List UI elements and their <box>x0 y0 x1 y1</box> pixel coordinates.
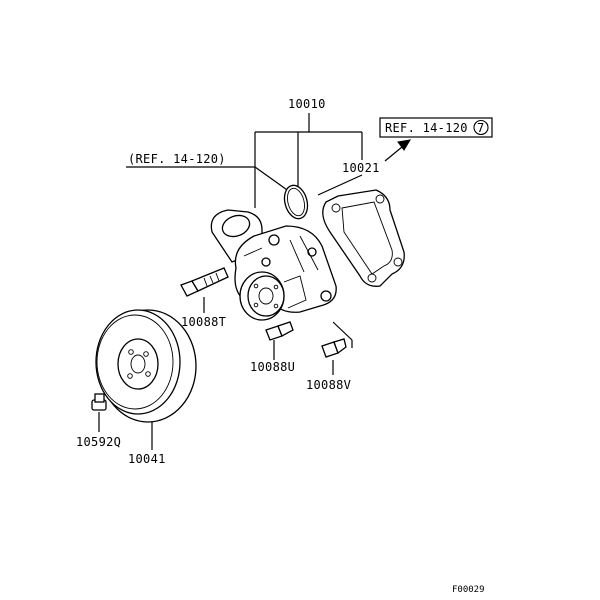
pulley-drawing <box>95 309 197 423</box>
label-10021: 10021 <box>342 161 380 175</box>
bolt-u-drawing <box>265 321 294 341</box>
ref-circle-icon <box>473 119 489 136</box>
label-10088T: 10088T <box>181 315 226 329</box>
leader-lines <box>98 113 403 450</box>
label-10088U: 10088U <box>250 360 295 374</box>
gasket-drawing <box>322 189 405 287</box>
label-10010: 10010 <box>288 97 326 111</box>
ref-right-label: REF. 14-120 <box>385 121 468 135</box>
label-10041: 10041 <box>128 452 166 466</box>
ref-right-box <box>379 117 493 138</box>
ref-circle-number: 7 <box>477 121 485 135</box>
label-10088V: 10088V <box>306 378 351 392</box>
figure-code: F00029 <box>452 585 485 595</box>
label-10592Q: 10592Q <box>76 435 121 449</box>
bolt-t-drawing <box>180 267 229 297</box>
water-pump-drawing <box>210 209 337 321</box>
ref-left-label: (REF. 14-120) <box>128 152 226 166</box>
bolt-v-drawing <box>321 338 347 358</box>
o-ring-drawing <box>283 184 309 220</box>
ref-arrow-icon <box>397 139 411 151</box>
pulley-bolt-drawing <box>91 393 107 411</box>
